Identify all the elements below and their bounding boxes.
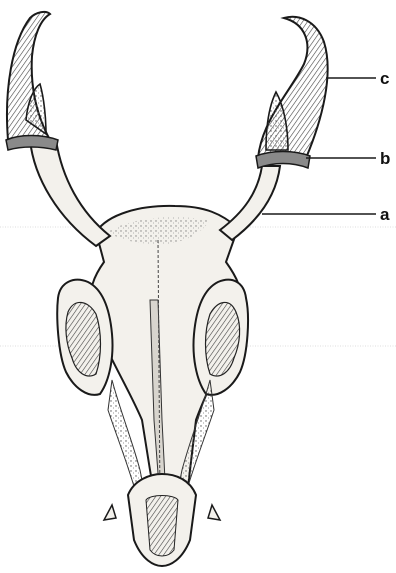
right-horn-core [220,166,280,240]
skull [57,206,248,566]
left-horn-core [30,140,110,246]
right-premaxilla-spur [208,505,220,520]
left-horn [6,12,110,246]
incisor-gap [146,496,178,557]
label-c: c [380,69,389,88]
right-horn-burr [256,152,310,169]
label-b: b [380,149,390,168]
label-a: a [380,205,390,224]
right-horn [220,17,328,240]
left-premaxilla-spur [104,505,116,520]
